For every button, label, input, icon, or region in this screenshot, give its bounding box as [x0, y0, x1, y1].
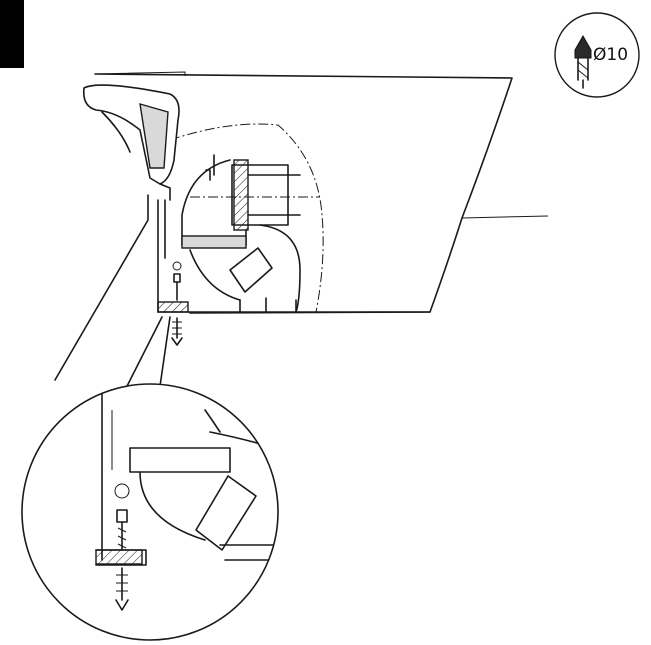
detail-magnifier [21, 383, 279, 641]
page-tab-marker [0, 0, 24, 68]
waste-pipe [181, 154, 301, 313]
screw-main [172, 261, 182, 301]
drill-diameter-label: Ø10 [593, 45, 628, 65]
drill-bit-badge: Ø10 [554, 12, 640, 98]
drill-bit-icon [574, 34, 592, 89]
wall-plug-main [171, 317, 183, 346]
wall-line [54, 194, 149, 381]
drill-tool [82, 84, 180, 259]
floor-plate-main [157, 301, 189, 313]
